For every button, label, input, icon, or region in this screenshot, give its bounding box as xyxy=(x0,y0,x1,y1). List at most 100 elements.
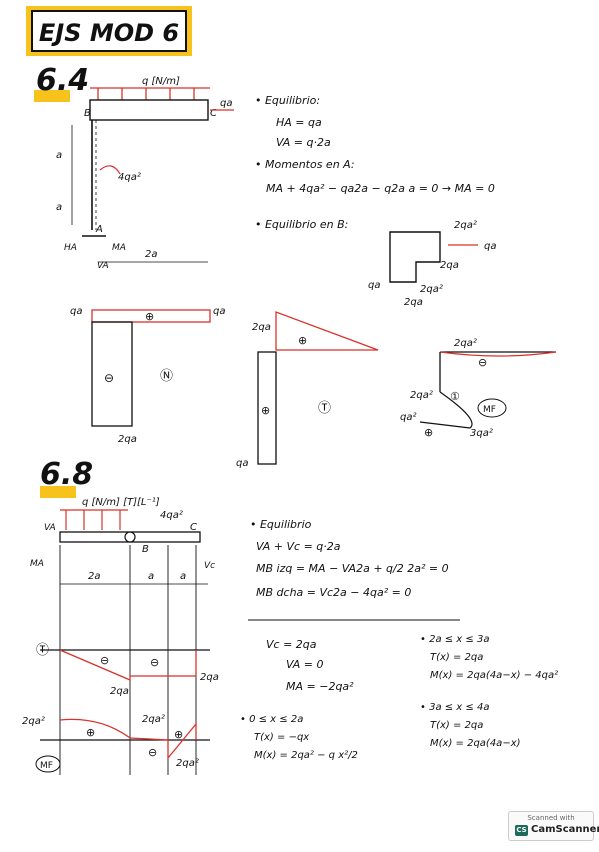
p68-range3-m: M(x) = 2qa(4a−x) xyxy=(430,738,521,749)
p64-m-3qa2: 3qa² xyxy=(470,428,493,439)
p64-equilibrium-title: • Equilibrio: xyxy=(255,94,320,107)
p68-equilibrium-title: • Equilibrio xyxy=(250,518,312,531)
header-box xyxy=(31,10,187,52)
p68-m-circle-outline xyxy=(35,755,61,773)
p64-eq2: VA = q·2a xyxy=(276,136,331,149)
p68-t-circle: Ⓣ xyxy=(36,643,49,658)
p68-node-c: C xyxy=(190,522,197,533)
p64-n-minus: ⊖ xyxy=(104,371,114,385)
p64-eq3: MA + 4qa² − qa2a − q2a a = 0 → MA = 0 xyxy=(266,182,495,195)
p64-number-highlight xyxy=(34,90,70,102)
p64-fbd-2qa2-b: 2qa² xyxy=(420,284,443,295)
p64-n-label: Ⓝ xyxy=(160,369,173,384)
scanner-logo-icon: CS xyxy=(515,825,528,836)
p64-m-2qa2-left: 2qa² xyxy=(410,390,433,401)
p68-t-2qa1: 2qa xyxy=(110,686,129,697)
p68-eq3: MB dcha = Vc2a − 4qa² = 0 xyxy=(256,586,411,599)
p64-m-col-bottom xyxy=(419,421,471,429)
p64-m-label-circle xyxy=(477,398,507,418)
p64-m-label: MF xyxy=(483,405,496,415)
p68-range1-t: T(x) = −qx xyxy=(254,732,309,743)
p68-number-highlight xyxy=(40,486,76,498)
p64-n-plus: ⊕ xyxy=(145,310,154,323)
p64-m-plus: ⊕ xyxy=(424,426,433,439)
scanner-brand: CamScanner xyxy=(531,824,599,835)
p68-t-minus1: ⊖ xyxy=(100,654,109,667)
p68-m-plus1: ⊕ xyxy=(86,726,95,739)
p68-r1: Vc = 2qa xyxy=(266,638,317,651)
p64-moments-title: • Momentos en A: xyxy=(255,158,355,171)
p68-dim-a1: a xyxy=(148,571,154,582)
p68-m-shape xyxy=(59,718,197,760)
p68-dim-2a: 2a xyxy=(88,571,101,582)
p68-node-b: B xyxy=(142,544,149,555)
p64-ha: HA xyxy=(64,243,77,253)
p64-number: 6.4 xyxy=(36,63,89,98)
p68-number: 6.8 xyxy=(40,457,93,492)
p68-r2: VA = 0 xyxy=(286,658,324,671)
p68-va: VA xyxy=(44,523,56,533)
p64-node-b: B xyxy=(84,108,91,119)
p64-t-qa: qa xyxy=(236,458,248,469)
p68-range3: • 3a ≤ x ≤ 4a xyxy=(420,702,489,713)
p64-fbd-qa-right: qa xyxy=(484,241,496,252)
p64-fbd-2qa-bottom: 2qa xyxy=(404,297,423,308)
p64-va: VA xyxy=(97,261,109,271)
p64-dim-a1: a xyxy=(56,150,62,161)
scanner-watermark: Scanned with CS CamScanner xyxy=(508,811,599,841)
p68-m-2qa2-left: 2qa² xyxy=(22,716,45,727)
p64-fbd-qa-left: qa xyxy=(368,280,380,291)
p64-ma: MA xyxy=(112,243,126,253)
p64-fbd-2qa-top: 2qa xyxy=(440,260,459,271)
p68-r3: MA = −2qa² xyxy=(286,680,354,693)
p68-t-2qa2: 2qa xyxy=(200,672,219,683)
p64-dim-2a: 2a xyxy=(145,249,158,260)
p68-ma: MA xyxy=(30,559,44,569)
p68-t-minus2: ⊖ xyxy=(150,656,159,669)
p68-m-circle: MF xyxy=(40,761,53,771)
p64-node-c: C xyxy=(210,108,217,119)
p64-t-beam xyxy=(275,311,379,351)
p64-node-a: A xyxy=(95,224,103,235)
p68-m-2qa2-mid: 2qa² xyxy=(142,714,165,725)
p64-eqb-title: • Equilibrio en B: xyxy=(255,218,348,231)
p68-t-shape xyxy=(59,649,197,681)
p68-range1-m: M(x) = 2qa² − q x²/2 xyxy=(254,750,358,761)
p64-m-col-curve xyxy=(439,391,473,429)
page-title: EJS MOD 6 xyxy=(39,19,179,47)
p68-range2-m: M(x) = 2qa(4a−x) − 4qa² xyxy=(430,670,558,681)
p64-n-qa-left: qa xyxy=(70,306,82,317)
p64-force-c: qa xyxy=(220,98,232,109)
p68-distributed-load xyxy=(60,509,128,530)
p64-moment-arrow xyxy=(99,165,121,175)
p64-dim-a2: a xyxy=(56,202,62,213)
p68-range1: • 0 ≤ x ≤ 2a xyxy=(240,714,303,725)
p68-range2-t: T(x) = 2qa xyxy=(430,652,483,663)
p64-m-qa2: qa² xyxy=(400,412,416,423)
p64-fbd-node xyxy=(389,231,441,283)
p68-m-2qa2-bot: 2qa² xyxy=(176,758,199,769)
p64-t-column xyxy=(257,351,277,465)
p68-eq1: VA + Vc = q·2a xyxy=(256,540,341,553)
p64-n-column xyxy=(91,321,133,427)
p68-range2: • 2a ≤ x ≤ 3a xyxy=(420,634,489,645)
p64-t-2qa: 2qa xyxy=(252,322,271,333)
p64-t-plus: ⊕ xyxy=(298,334,307,347)
p64-t-label: Ⓣ xyxy=(318,401,331,416)
p68-load-label: q [N/m] [T][L⁻¹] xyxy=(82,497,160,508)
p64-fbd-2qa2: 2qa² xyxy=(454,220,477,231)
p68-eq2: MB izq = MA − VA2a + q/2 2a² = 0 xyxy=(256,562,449,575)
p64-m-one: ① xyxy=(450,390,460,403)
p64-moment: 4qa² xyxy=(118,172,141,183)
p64-n-2qa: 2qa xyxy=(118,434,137,445)
p64-m-beam-curve xyxy=(439,351,557,357)
p64-distributed-load xyxy=(90,87,210,100)
p64-n-beam xyxy=(91,309,211,323)
p68-range3-t: T(x) = 2qa xyxy=(430,720,483,731)
p64-load-label: q [N/m] xyxy=(142,76,180,87)
p64-t-plus2: ⊕ xyxy=(261,404,270,417)
p64-m-2qa2-top: 2qa² xyxy=(454,338,477,349)
p68-m-minus: ⊖ xyxy=(148,746,157,759)
